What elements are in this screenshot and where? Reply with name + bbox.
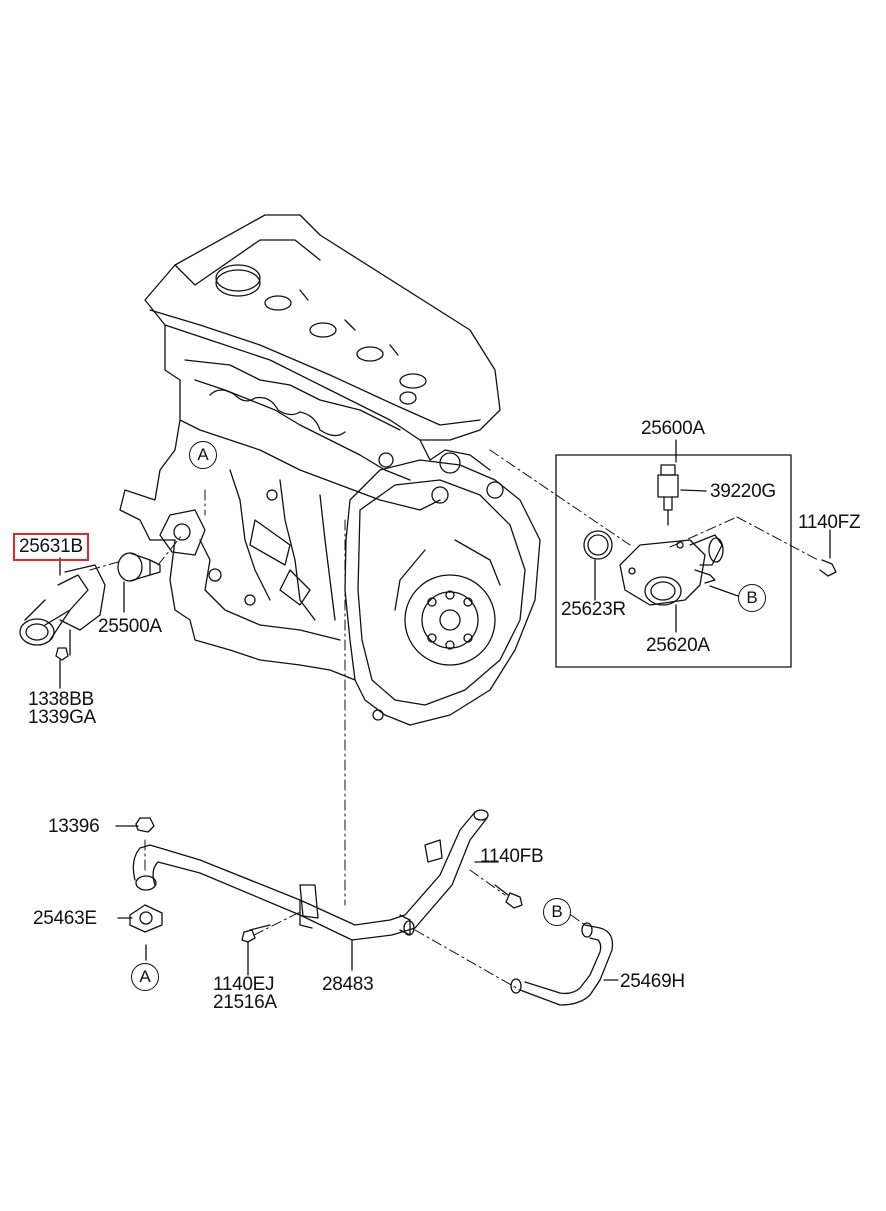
label-1140FB: 1140FB [480, 846, 544, 867]
label-25463E: 25463E [33, 908, 97, 929]
dashed-guides [89, 449, 819, 991]
label-28483: 28483 [322, 974, 374, 995]
ref-b-bottom: B [543, 898, 571, 926]
bypass-pipe [129, 809, 523, 943]
label-25631B[interactable]: 25631B [13, 533, 89, 561]
label-1338BB: 1338BB [28, 689, 94, 710]
bypass-hose [510, 922, 614, 1006]
ref-a-top: A [189, 441, 217, 469]
label-39220G: 39220G [710, 481, 776, 502]
label-25469H: 25469H [620, 971, 685, 992]
label-1339GA: 1339GA [28, 707, 96, 728]
label-13396: 13396 [48, 816, 100, 837]
label-21516A: 21516A [213, 992, 277, 1013]
thermostat-area [19, 509, 206, 661]
ref-a-bottom: A [131, 963, 159, 991]
engine-block [119, 214, 541, 726]
label-25500A: 25500A [98, 616, 162, 637]
label-1140EJ: 1140EJ [213, 974, 275, 995]
label-25600A: 25600A [641, 418, 705, 439]
label-1140FZ: 1140FZ [798, 512, 861, 533]
label-25620A: 25620A [646, 635, 710, 656]
water-outlet-assembly [555, 454, 837, 668]
label-25623R: 25623R [561, 599, 626, 620]
leader-lines [59, 439, 831, 981]
ref-b-right: B [738, 584, 766, 612]
